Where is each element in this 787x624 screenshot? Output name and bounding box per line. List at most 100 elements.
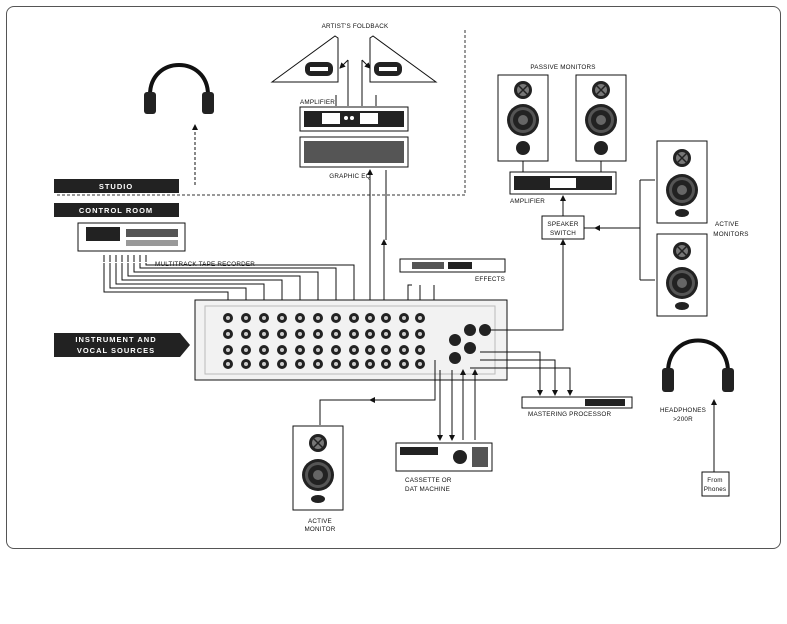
diagram-frame bbox=[6, 6, 781, 549]
mixer-jack-center bbox=[280, 316, 284, 320]
instrument-label-1: INSTRUMENT AND bbox=[75, 335, 156, 344]
mixer-jack-center bbox=[316, 316, 320, 320]
active-monitor-right-bottom bbox=[656, 233, 708, 317]
mixer-jack-center bbox=[316, 362, 320, 366]
mixer-output-jack bbox=[479, 324, 491, 336]
mixer-jack-center bbox=[226, 316, 230, 320]
mixer-jack-center bbox=[262, 316, 266, 320]
mixer-jack-center bbox=[352, 362, 356, 366]
active-monitor-bottom bbox=[292, 425, 344, 511]
mixer-jack-center bbox=[244, 348, 248, 352]
mixer-jack-center bbox=[368, 362, 372, 366]
amplifier-right-label: AMPLIFIER bbox=[510, 198, 545, 205]
cassette-label-2: DAT MACHINE bbox=[405, 486, 450, 493]
mixer-jack-center bbox=[244, 332, 248, 336]
mixer-jack-center bbox=[384, 332, 388, 336]
mixer-jack-center bbox=[226, 332, 230, 336]
foldback-label: ARTIST'S FOLDBACK bbox=[322, 23, 389, 30]
studio-bar-label: STUDIO bbox=[99, 182, 133, 191]
mixer-output-jack bbox=[464, 324, 476, 336]
active-monitors-label-1: ACTIVE bbox=[715, 221, 739, 228]
mixer-jack-center bbox=[368, 348, 372, 352]
passive-monitor-left bbox=[497, 74, 549, 162]
mixer-jack-center bbox=[334, 332, 338, 336]
mixer-jack-center bbox=[384, 348, 388, 352]
amplifier-right bbox=[509, 171, 617, 195]
mixer-jack-center bbox=[402, 348, 406, 352]
active-monitor-label-2: MONITOR bbox=[304, 526, 335, 533]
control-room-bar-label: CONTROL ROOM bbox=[79, 206, 153, 215]
amplifier-top-label: AMPLIFIER bbox=[300, 99, 335, 106]
mixer-jack-center bbox=[262, 348, 266, 352]
mixer-jack-center bbox=[334, 362, 338, 366]
speaker-switch-label-2: SWITCH bbox=[550, 230, 576, 237]
mixer-jack-center bbox=[244, 316, 248, 320]
effects-unit bbox=[399, 258, 506, 273]
passive-monitors-label: PASSIVE MONITORS bbox=[530, 64, 595, 71]
graphic-eq bbox=[299, 136, 409, 168]
foldback-wedge-left bbox=[270, 35, 339, 83]
mixer-jack-center bbox=[298, 332, 302, 336]
mixer-jack-center bbox=[384, 362, 388, 366]
mixer-output-jack bbox=[449, 334, 461, 346]
from-phones-label-1: From bbox=[707, 477, 723, 484]
cassette-dat-machine bbox=[395, 442, 493, 472]
mixer-jack-center bbox=[226, 348, 230, 352]
studio-headphones-icon bbox=[144, 63, 214, 114]
mixer-output-jack bbox=[449, 352, 461, 364]
mixer-jack-center bbox=[368, 332, 372, 336]
active-monitors-label-2: MONITORS bbox=[713, 231, 748, 238]
mixer-jack-center bbox=[418, 348, 422, 352]
mixer-jack-center bbox=[418, 316, 422, 320]
from-phones-label-2: Phones bbox=[704, 486, 727, 493]
mixer-jack-center bbox=[262, 362, 266, 366]
instrument-sources-banner bbox=[54, 333, 190, 357]
mixer-jack-center bbox=[244, 362, 248, 366]
mixer-jack-center bbox=[352, 316, 356, 320]
mixer-jack-center bbox=[402, 332, 406, 336]
mixer-jack-center bbox=[352, 348, 356, 352]
mastering-label: MASTERING PROCESSOR bbox=[528, 411, 611, 418]
studio-boundary-line bbox=[57, 30, 466, 196]
mixer-jack-center bbox=[368, 316, 372, 320]
mixer-jack-center bbox=[298, 362, 302, 366]
mixer-jack-center bbox=[298, 316, 302, 320]
active-monitor-right-top bbox=[656, 140, 708, 224]
mixer-jack-center bbox=[280, 348, 284, 352]
mixer-jack-center bbox=[226, 362, 230, 366]
mixer-jack-center bbox=[334, 348, 338, 352]
headphones-label-2: >200R bbox=[673, 416, 693, 423]
mixer-jack-center bbox=[298, 348, 302, 352]
speaker-switch-label-1: SPEAKER bbox=[547, 221, 578, 228]
active-monitor-label-1: ACTIVE bbox=[308, 518, 332, 525]
multitrack-recorder bbox=[77, 222, 186, 252]
effects-label: EFFECTS bbox=[475, 276, 505, 283]
mixer-jack-center bbox=[262, 332, 266, 336]
passive-monitor-right bbox=[575, 74, 627, 162]
instrument-label-2: VOCAL SOURCES bbox=[77, 346, 155, 355]
mastering-processor bbox=[521, 396, 633, 409]
control-room-bar bbox=[54, 203, 179, 217]
mixer-output-jack bbox=[464, 342, 476, 354]
from-phones-box: From Phones bbox=[701, 471, 730, 497]
graphic-eq-label: GRAPHIC EQ bbox=[329, 173, 371, 180]
headphones-label-1: HEADPHONES bbox=[660, 407, 706, 414]
mixer-jack-center bbox=[352, 332, 356, 336]
mixer-jack-center bbox=[402, 316, 406, 320]
mixer-jack-center bbox=[418, 332, 422, 336]
mixer-jack-center bbox=[334, 316, 338, 320]
mixer-jack-center bbox=[280, 332, 284, 336]
mixer-jack-center bbox=[418, 362, 422, 366]
mixer-jack-center bbox=[280, 362, 284, 366]
amplifier-top bbox=[299, 106, 409, 132]
studio-bar bbox=[54, 179, 179, 193]
cassette-label-1: CASSETTE OR bbox=[405, 477, 452, 484]
mixer-jack-center bbox=[316, 348, 320, 352]
speaker-switch: SPEAKER SWITCH bbox=[541, 215, 585, 240]
mixer-jack-center bbox=[402, 362, 406, 366]
control-headphones-icon bbox=[662, 338, 734, 392]
mixer-jacks bbox=[223, 313, 491, 369]
mixer-jack-center bbox=[316, 332, 320, 336]
mixer-jack-center bbox=[384, 316, 388, 320]
